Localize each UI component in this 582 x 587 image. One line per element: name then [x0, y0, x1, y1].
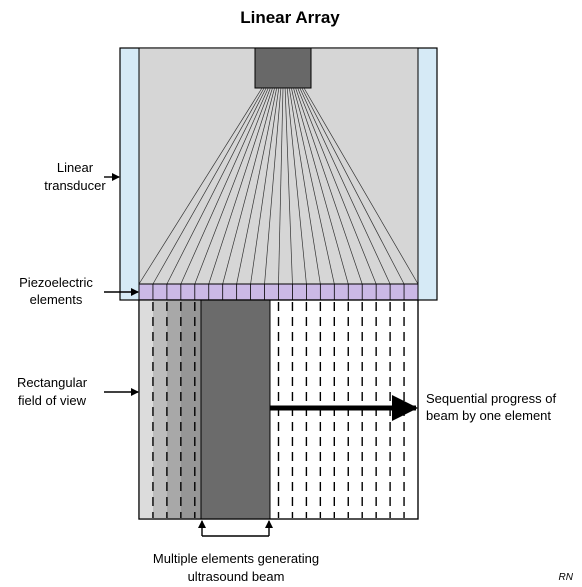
- element-wire: [152, 87, 265, 285]
- label-piezo-line1: Piezoelectric: [19, 275, 93, 290]
- element-wire: [301, 87, 405, 285]
- element-wire: [297, 87, 377, 285]
- element-wire: [286, 87, 307, 285]
- piezo-element-dividers: [152, 284, 405, 300]
- element-wire: [236, 87, 278, 285]
- label-fov-line2: field of view: [18, 393, 87, 408]
- element-wire: [138, 87, 263, 285]
- active-beam: [200, 299, 271, 520]
- element-wire: [180, 87, 269, 285]
- label-transducer-line1: Linear: [57, 160, 94, 175]
- fov-fade-0: [139, 300, 153, 519]
- element-wire: [194, 87, 271, 285]
- fov-fade-3: [181, 300, 201, 519]
- element-wire: [208, 87, 273, 285]
- element-wire: [293, 87, 349, 285]
- element-wire: [288, 87, 321, 285]
- element-wire: [284, 87, 293, 285]
- diagram-title: Linear Array: [240, 8, 340, 27]
- crystal-block: [254, 47, 312, 89]
- label-multiple-line2: ultrasound beam: [188, 569, 285, 584]
- element-wire: [303, 87, 419, 285]
- field-of-view-border: [138, 299, 419, 520]
- fov-fade-1: [153, 300, 167, 519]
- element-wire: [278, 87, 284, 285]
- label-multiple-line1: Multiple elements generating: [153, 551, 319, 566]
- fov-fade-2: [167, 300, 181, 519]
- label-progress-line1: Sequential progress of: [426, 391, 556, 406]
- element-wires: [138, 87, 419, 285]
- element-wire: [299, 87, 391, 285]
- element-wire: [250, 87, 280, 285]
- element-wire: [222, 87, 275, 285]
- author-signature: RN: [559, 572, 574, 583]
- element-wire: [264, 87, 282, 285]
- label-fov-line1: Rectangular: [17, 375, 88, 390]
- label-transducer-line2: transducer: [44, 178, 106, 193]
- element-wire: [166, 87, 267, 285]
- label-progress-line2: beam by one element: [426, 408, 551, 423]
- element-wire: [291, 87, 335, 285]
- element-wire: [295, 87, 363, 285]
- label-piezo-line2: elements: [30, 292, 83, 307]
